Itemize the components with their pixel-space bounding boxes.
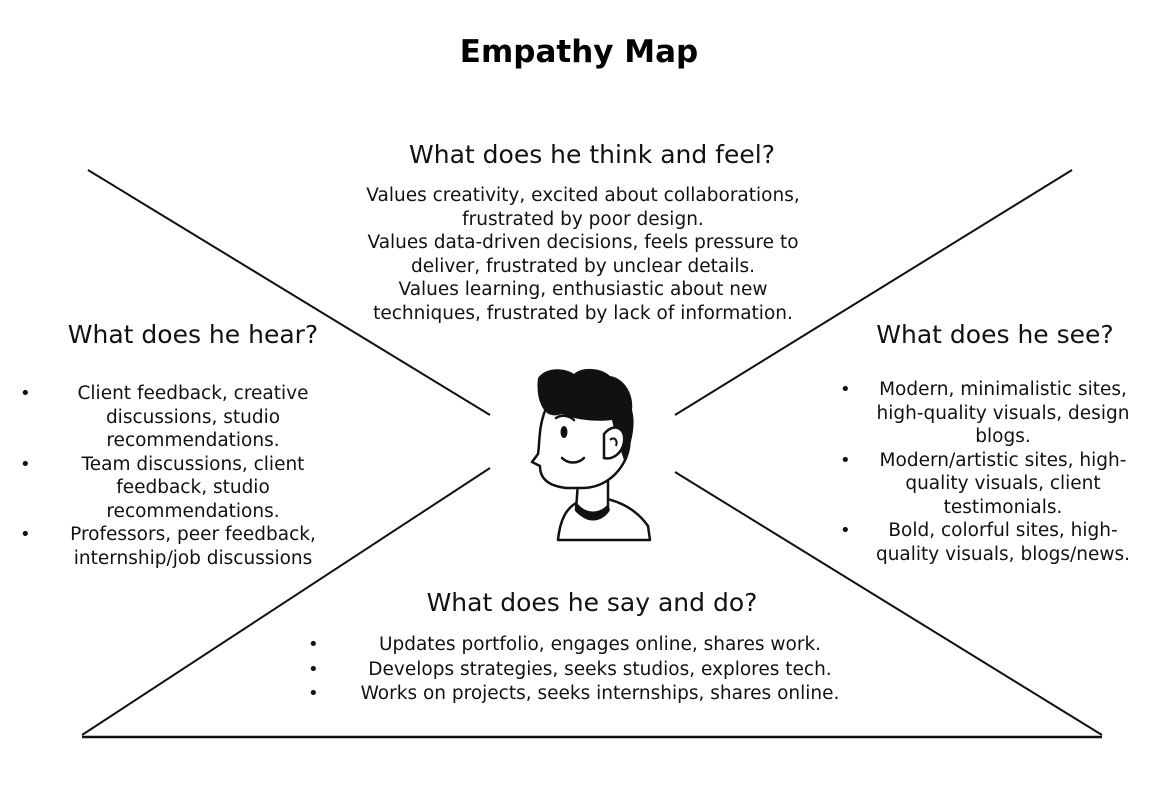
divider-bottom-left xyxy=(81,467,491,736)
list-item: • Team discussions, client feedback, stu… xyxy=(20,453,305,522)
avatar-eye xyxy=(560,426,568,438)
think-feel-line: Values learning, enthusiastic about new xyxy=(398,279,768,300)
divider-top-left xyxy=(87,169,491,416)
bullet-icon: • xyxy=(840,449,851,471)
page-title: Empathy Map xyxy=(459,34,699,70)
think-feel-heading: What does he think and feel? xyxy=(409,140,775,169)
avatar-hair xyxy=(537,368,634,460)
avatar-collar xyxy=(576,504,610,521)
person-avatar-icon xyxy=(530,368,652,542)
list-item: • Modern/artistic sites, high- quality v… xyxy=(840,449,1127,518)
list-item: • Modern, minimalistic sites, high-quali… xyxy=(840,379,1130,447)
bullet-icon: • xyxy=(308,658,319,680)
list-item: • Client feedback, creative discussions,… xyxy=(20,383,309,451)
hear-list: • Client feedback, creative discussions,… xyxy=(18,382,346,570)
avatar-ear-inner xyxy=(609,437,618,447)
say-do-list: • Updates portfolio, engages online, sha… xyxy=(306,633,874,707)
bullet-icon: • xyxy=(840,520,851,541)
avatar-mouth xyxy=(560,456,586,464)
hear-heading: What does he hear? xyxy=(67,320,319,349)
bullet-icon: • xyxy=(840,379,851,400)
list-item: • Works on projects, seeks internships, … xyxy=(306,682,874,707)
list-item: • Updates portfolio, engages online, sha… xyxy=(306,633,874,658)
think-feel-line: deliver, frustrated by unclear details. xyxy=(410,255,756,277)
bullet-icon: • xyxy=(308,634,319,655)
think-feel-line: frustrated by poor design. xyxy=(462,208,704,230)
bullet-icon: • xyxy=(308,683,319,704)
bullet-icon: • xyxy=(20,383,31,404)
say-do-heading: What does he say and do? xyxy=(426,588,758,617)
divider-bottom-right xyxy=(674,471,1103,736)
think-feel-line: techniques, frustrated by lack of inform… xyxy=(373,302,793,324)
think-feel-line: Values data-driven decisions, feels pres… xyxy=(367,232,799,253)
bullet-icon: • xyxy=(20,453,31,475)
think-feel-line: Values creativity, excited about collabo… xyxy=(366,185,800,206)
think-feel-text: Values creativity, excited about collabo… xyxy=(333,184,833,325)
see-heading: What does he see? xyxy=(876,320,1114,349)
list-item: • Develops strategies, seeks studios, ex… xyxy=(306,658,874,683)
divider-top-right xyxy=(674,169,1073,416)
avatar-eyebrow xyxy=(554,414,576,422)
list-item: • Bold, colorful sites, high- quality vi… xyxy=(840,520,1131,565)
avatar-ear xyxy=(602,426,626,460)
bullet-icon: • xyxy=(20,524,31,545)
list-item: • Professors, peer feedback, internship/… xyxy=(20,524,316,569)
see-list: • Modern, minimalistic sites, high-quali… xyxy=(836,378,1148,566)
